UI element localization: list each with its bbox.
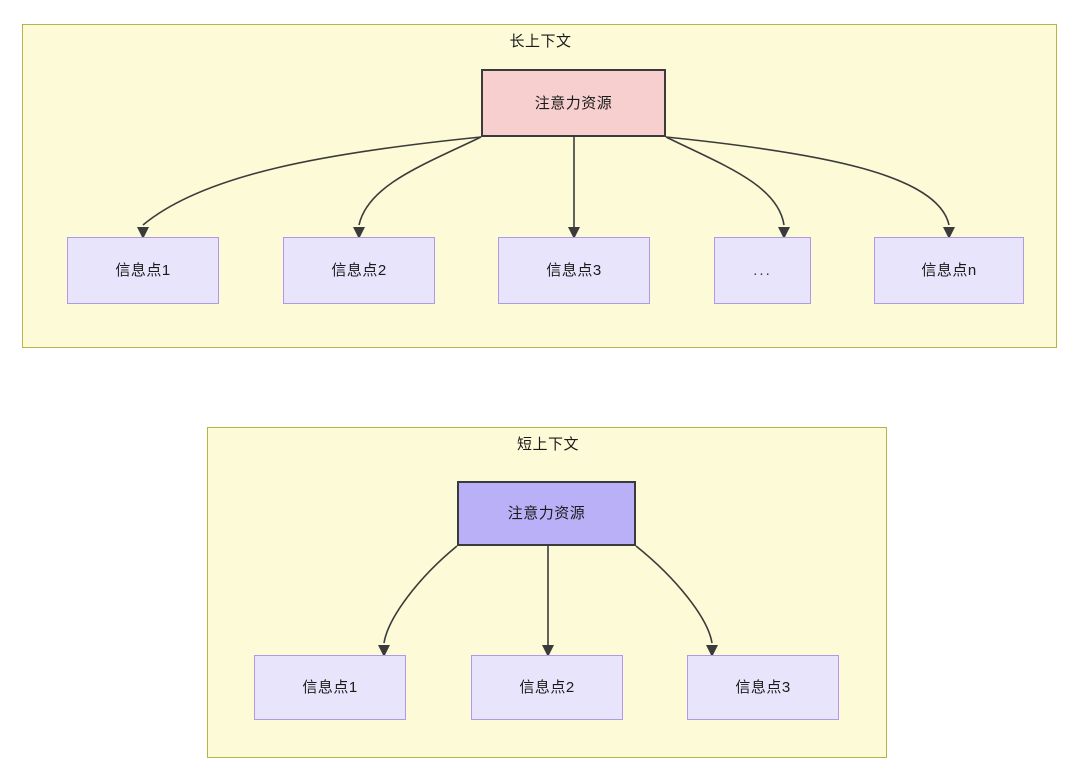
- node-info-point-ellipsis-long[interactable]: ...: [714, 237, 811, 304]
- node-info-point-n-long[interactable]: 信息点n: [874, 237, 1024, 304]
- node-info-point-3-short[interactable]: 信息点3: [687, 655, 839, 720]
- edge-root-to-info1-short: [383, 545, 458, 644]
- node-info-point-3-long[interactable]: 信息点3: [498, 237, 650, 304]
- edge-root-to-infon: [665, 136, 950, 226]
- node-attention-resource-long[interactable]: 注意力资源: [481, 69, 666, 137]
- edge-root-to-ellipsis: [665, 136, 785, 226]
- edge-root-to-info2: [358, 136, 482, 226]
- edge-root-to-info3-short: [635, 545, 713, 644]
- panel-long-context: 长上下文 注意力资源 信息点1 信息点2 信息点3 ... 信息点n: [22, 24, 1057, 348]
- panel-long-context-title: 长上下文: [509, 33, 572, 50]
- node-info-point-2-long[interactable]: 信息点2: [283, 237, 435, 304]
- panel-short-context-title: 短上下文: [516, 436, 579, 453]
- node-info-point-1-short[interactable]: 信息点1: [254, 655, 406, 720]
- node-attention-resource-short[interactable]: 注意力资源: [457, 481, 636, 546]
- edge-root-to-info1: [142, 136, 482, 226]
- node-info-point-1-long[interactable]: 信息点1: [67, 237, 219, 304]
- panel-short-context: 短上下文 注意力资源 信息点1 信息点2 信息点3: [207, 427, 887, 758]
- node-info-point-2-short[interactable]: 信息点2: [471, 655, 623, 720]
